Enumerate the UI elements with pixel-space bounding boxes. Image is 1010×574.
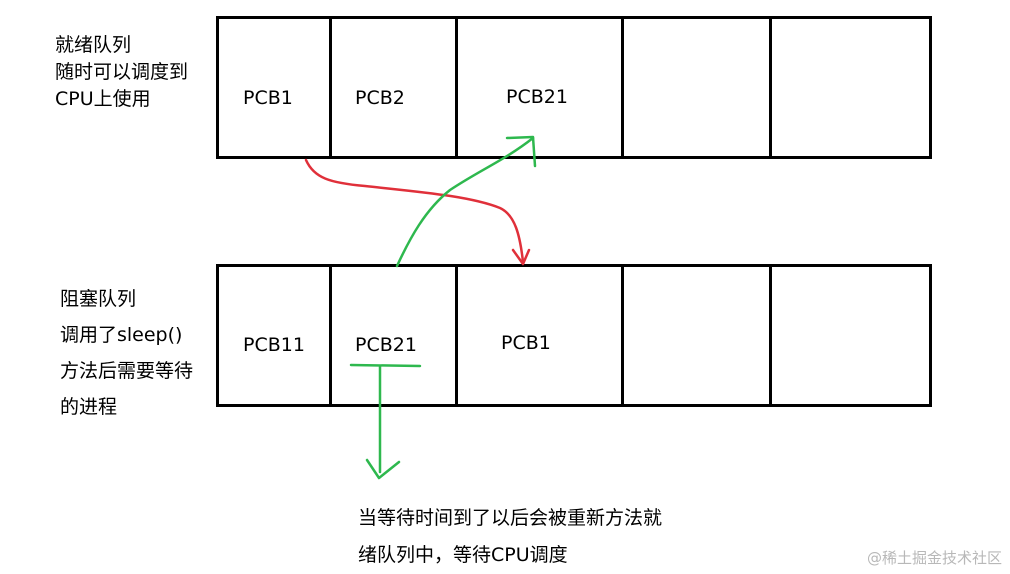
ready-queue-label-line: 随时可以调度到 (55, 61, 189, 83)
ready-queue-label: 就绪队列 随时可以调度到 CPU上使用 (55, 32, 188, 113)
ready-queue: PCB1 PCB2 PCB21 (216, 16, 932, 159)
ready-cell-5 (769, 16, 932, 159)
blocked-cell-1-label: PCB11 (243, 334, 305, 356)
blocked-queue-label-line: 的进程 (60, 396, 118, 418)
ready-cell-3-label: PCB21 (506, 86, 568, 108)
blocked-cell-2-label: PCB21 (355, 334, 417, 356)
ready-cell-1-label: PCB1 (243, 87, 293, 109)
transition-note-line: 当等待时间到了以后会被重新方法就 (358, 507, 663, 529)
ready-queue-label-line: CPU上使用 (55, 88, 151, 110)
blocked-queue-label-line: 方法后需要等待 (60, 360, 194, 382)
transition-note: 当等待时间到了以后会被重新方法就 绪队列中，等待CPU调度 (358, 500, 662, 574)
transition-note-line: 绪队列中，等待CPU调度 (358, 544, 568, 566)
blocked-queue: PCB11 PCB21 PCB1 (216, 264, 932, 407)
green-arrow-down (349, 363, 422, 480)
blocked-queue-label: 阻塞队列 调用了sleep() 方法后需要等待 的进程 (60, 281, 193, 425)
red-arrow (304, 158, 531, 266)
blocked-cell-3-label: PCB1 (501, 332, 551, 354)
blocked-queue-label-line: 阻塞队列 (60, 288, 137, 310)
green-arrow-up (395, 135, 537, 268)
ready-queue-label-line: 就绪队列 (55, 34, 132, 56)
ready-cell-2-label: PCB2 (355, 87, 405, 109)
blocked-queue-label-line: 调用了sleep() (60, 324, 183, 346)
watermark: @稀土掘金技术社区 (866, 549, 1002, 567)
blocked-cell-5 (769, 264, 932, 407)
